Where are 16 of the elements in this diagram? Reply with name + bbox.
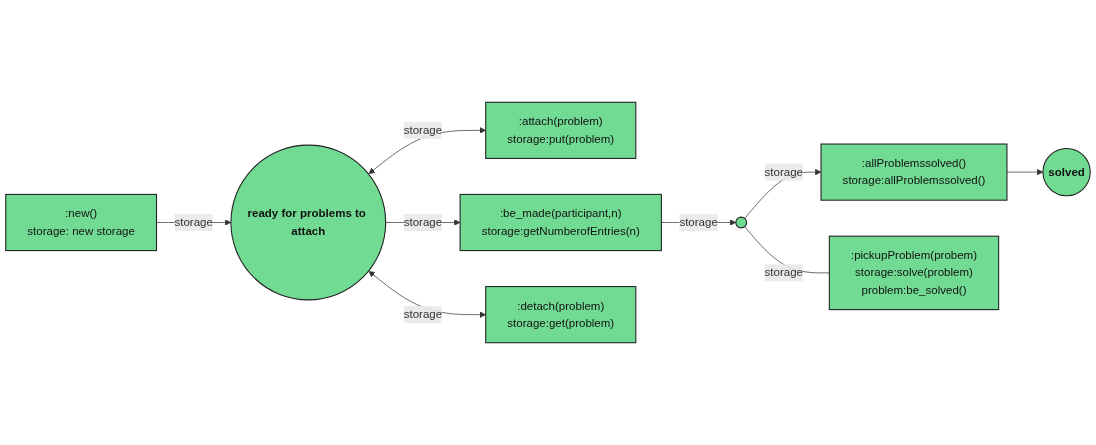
edge-label: storage [764,165,804,178]
node-circle: solved [1042,147,1091,197]
node-box: :pickupProblem(probem) storage:solve(problem) problem:be_solved() [828,235,1000,311]
edge-label: storage [403,308,443,321]
edge-label: storage [403,123,443,137]
edge-label: storage [403,216,443,229]
node-box: :new() storage: new storage [5,193,158,252]
edge-label: storage [764,266,804,279]
node-box: :allProblemssolved() storage:allProblemssolved() [820,143,1008,201]
edge-label: storage [679,216,718,229]
node-circle: ready for problems to attach [230,144,387,301]
node-circle [735,216,748,229]
edge-label: storage [174,216,213,229]
node-box: :be_made(participant,n) storage:getNumberofEntries(n) [459,193,662,252]
node-box: :detach(problem) storage:get(problem) [485,286,637,344]
node-box: :attach(problem) storage:put(problem) [485,101,637,159]
